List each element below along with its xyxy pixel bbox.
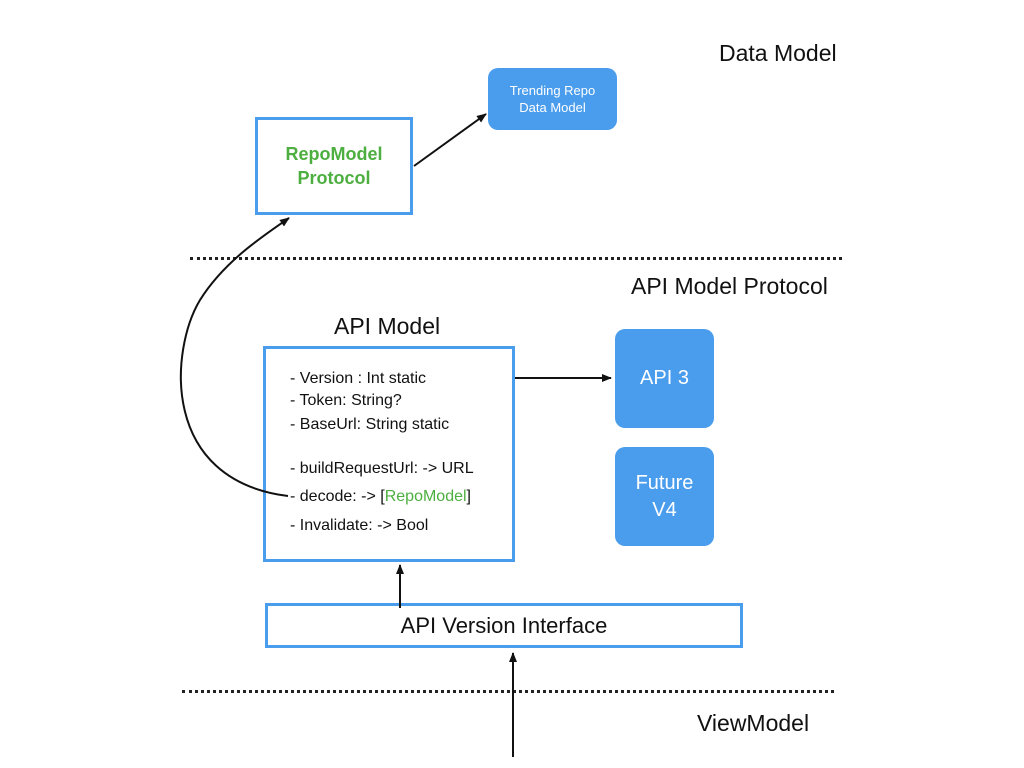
decode-type-repomodel: RepoModel	[384, 488, 467, 505]
repomodel-protocol-box[interactable]: RepoModel Protocol	[255, 117, 413, 215]
api3-node[interactable]: API 3	[615, 329, 714, 428]
trending-repo-data-model-node[interactable]: Trending Repo Data Model	[488, 68, 617, 130]
method-build-request-url: - buildRequestUrl: -> URL	[290, 460, 474, 477]
api-model-title: API Model	[334, 313, 441, 339]
future-v4-line2: V4	[652, 498, 677, 521]
future-v4-node[interactable]: Future V4	[615, 447, 714, 546]
arrow-decode-to-repomodel-protocol	[180, 217, 290, 497]
decode-suffix: ]	[466, 488, 471, 505]
arrow-protocol-to-trending-repo	[413, 113, 487, 167]
repomodel-protocol-line2: Protocol	[297, 168, 371, 188]
api-version-interface-box[interactable]: API Version Interface	[265, 603, 743, 648]
separator-api-viewmodel	[182, 690, 834, 693]
field-base-url: - BaseUrl: String static	[290, 416, 450, 433]
field-token: - Token: String?	[290, 392, 402, 409]
viewmodel-layer-title: ViewModel	[697, 710, 810, 736]
separator-data-api	[190, 257, 842, 260]
trending-repo-line1: Trending Repo	[509, 83, 596, 98]
data-model-layer-title: Data Model	[719, 40, 837, 66]
method-decode: - decode: -> [RepoModel]	[290, 488, 471, 506]
decode-prefix: - decode: -> [	[290, 488, 385, 505]
field-version: - Version : Int static	[290, 370, 427, 387]
future-v4-line1: Future	[635, 471, 694, 494]
api-model-protocol-layer-title: API Model Protocol	[631, 273, 828, 299]
api-model-box[interactable]	[263, 346, 515, 562]
trending-repo-line2: Data Model	[519, 100, 586, 115]
repomodel-protocol-line1: RepoModel	[285, 144, 383, 164]
method-invalidate: - Invalidate: -> Bool	[290, 517, 429, 534]
